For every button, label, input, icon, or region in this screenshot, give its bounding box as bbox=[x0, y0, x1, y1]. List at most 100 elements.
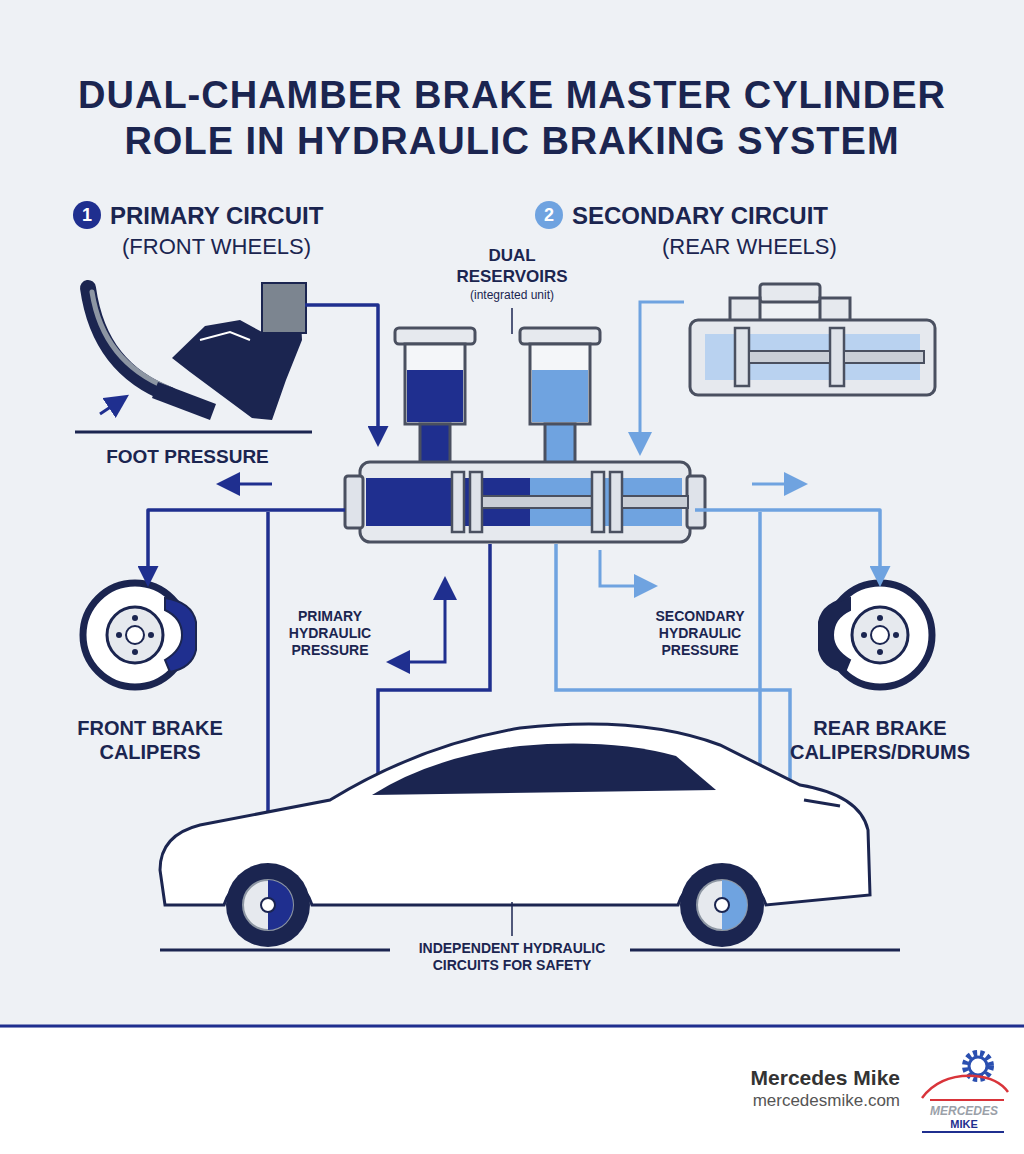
car-outline bbox=[160, 949, 390, 952]
cylinder-illustration bbox=[820, 298, 850, 322]
front-wheel bbox=[165, 598, 196, 672]
cylinder-illustration bbox=[690, 320, 935, 395]
rear-wheel bbox=[861, 632, 867, 638]
diagram-title: DUAL-CHAMBER BRAKE MASTER CYLINDER ROLE … bbox=[42, 72, 982, 164]
rear-wheel bbox=[893, 632, 899, 638]
cylinder-illustration bbox=[749, 351, 830, 363]
node-label: DUAL RESERVOIRS bbox=[432, 245, 592, 287]
dual-reservoirs bbox=[530, 344, 590, 424]
front-wheel bbox=[126, 626, 144, 644]
logo bbox=[922, 1131, 1004, 1133]
dual-reservoirs bbox=[511, 308, 513, 334]
brake-pedal bbox=[262, 283, 306, 333]
rear-wheel bbox=[877, 615, 883, 621]
master-cylinder bbox=[345, 476, 363, 528]
front-wheel bbox=[107, 607, 163, 663]
pressure-connector bbox=[148, 510, 345, 580]
cylinder-illustration bbox=[730, 298, 760, 322]
cylinder-illustration bbox=[640, 284, 935, 450]
pressure-connector bbox=[695, 510, 880, 580]
node-label: FRONT BRAKE CALIPERS bbox=[65, 716, 235, 764]
master-cylinder bbox=[452, 472, 464, 532]
car-outline bbox=[160, 724, 900, 950]
background bbox=[0, 0, 1024, 1028]
brake-pedal bbox=[100, 398, 124, 414]
footer-rule bbox=[0, 1025, 1024, 1028]
brake-pedal bbox=[92, 292, 168, 388]
dual-reservoirs bbox=[520, 328, 600, 344]
car-outline bbox=[261, 898, 275, 912]
car-outline bbox=[680, 863, 764, 947]
brake-pedal bbox=[152, 382, 216, 420]
car-outline bbox=[372, 744, 716, 795]
brand-url: mercedesmike.com bbox=[640, 1091, 900, 1111]
cylinder-illustration bbox=[844, 351, 924, 363]
node-label: 2 bbox=[535, 201, 563, 229]
logo bbox=[969, 1057, 987, 1075]
front-wheel bbox=[132, 615, 138, 621]
dual-reservoirs bbox=[532, 370, 588, 422]
front-wheel bbox=[116, 632, 122, 638]
master-cylinder bbox=[610, 472, 622, 532]
rear-wheel bbox=[819, 583, 932, 687]
master-cylinder bbox=[482, 496, 592, 508]
rear-wheel bbox=[877, 649, 883, 655]
caption-note: INDEPENDENT HYDRAULIC CIRCUITS FOR SAFET… bbox=[392, 940, 632, 974]
node-label: 1 bbox=[73, 201, 101, 229]
node-sublabel: (integrated unit) bbox=[432, 288, 592, 303]
dual-reservoirs bbox=[405, 344, 465, 424]
circuit-heading: SECONDARY CIRCUIT bbox=[572, 202, 828, 230]
rear-wheel bbox=[819, 598, 850, 672]
car-outline bbox=[511, 902, 513, 936]
master-cylinder bbox=[687, 476, 705, 528]
car-outline bbox=[804, 800, 840, 806]
circuit-subheading: (FRONT WHEELS) bbox=[122, 234, 311, 260]
hydraulic-lines bbox=[752, 483, 802, 486]
front-wheel bbox=[148, 632, 154, 638]
rear-wheel bbox=[852, 607, 908, 663]
master-cylinder bbox=[592, 472, 604, 532]
brake-pedal bbox=[200, 332, 250, 340]
pressure-connector bbox=[305, 305, 378, 440]
hydraulic-lines bbox=[392, 640, 445, 662]
hydraulic-lines bbox=[444, 582, 447, 640]
logo-text: MIKE bbox=[918, 1118, 1010, 1131]
callout-circle: 2 bbox=[535, 201, 563, 229]
front-wheel bbox=[83, 583, 196, 687]
car-outline bbox=[630, 949, 900, 952]
logo-text: MERCEDES bbox=[918, 1104, 1010, 1118]
edge-label: PRIMARY HYDRAULIC PRESSURE bbox=[262, 608, 398, 659]
master-cylinder-box: DUAL RESERVOIRS(integrated unit) bbox=[345, 440, 695, 545]
logo bbox=[930, 1099, 1004, 1101]
brand-name: Mercedes Mike bbox=[640, 1066, 900, 1090]
edge-label: SECONDARY HYDRAULIC PRESSURE bbox=[630, 608, 770, 659]
cylinder-illustration bbox=[735, 328, 749, 386]
logo bbox=[922, 1076, 1008, 1098]
dual-reservoirs bbox=[395, 308, 600, 464]
brake-wheel: REAR BRAKE CALIPERS/DRUMS bbox=[825, 580, 935, 690]
circuit-subheading: (REAR WHEELS) bbox=[662, 234, 837, 260]
dual-reservoirs bbox=[407, 370, 463, 422]
hydraulic-lines bbox=[222, 483, 272, 486]
cylinder-illustration bbox=[640, 302, 684, 450]
car-outline bbox=[243, 880, 293, 930]
node-label: FOOT PRESSURE bbox=[70, 446, 305, 468]
callout-circle: 1 bbox=[73, 201, 101, 229]
brake-pedal bbox=[75, 431, 312, 434]
node-label: REAR BRAKE CALIPERS/DRUMS bbox=[770, 716, 990, 764]
car-outline bbox=[226, 863, 310, 947]
cylinder-illustration bbox=[760, 284, 820, 302]
circuit-heading: PRIMARY CIRCUIT bbox=[110, 202, 323, 230]
car-outline bbox=[697, 880, 747, 930]
brake-wheel: FRONT BRAKE CALIPERS bbox=[80, 580, 190, 690]
car-outline bbox=[715, 898, 729, 912]
cylinder-illustration bbox=[830, 328, 844, 386]
footer-band bbox=[0, 1028, 1024, 1154]
dual-reservoirs bbox=[395, 328, 475, 344]
pedal-group: FOOT PRESSURE bbox=[70, 280, 305, 475]
master-cylinder bbox=[360, 462, 690, 542]
hydraulic-lines bbox=[600, 550, 652, 586]
